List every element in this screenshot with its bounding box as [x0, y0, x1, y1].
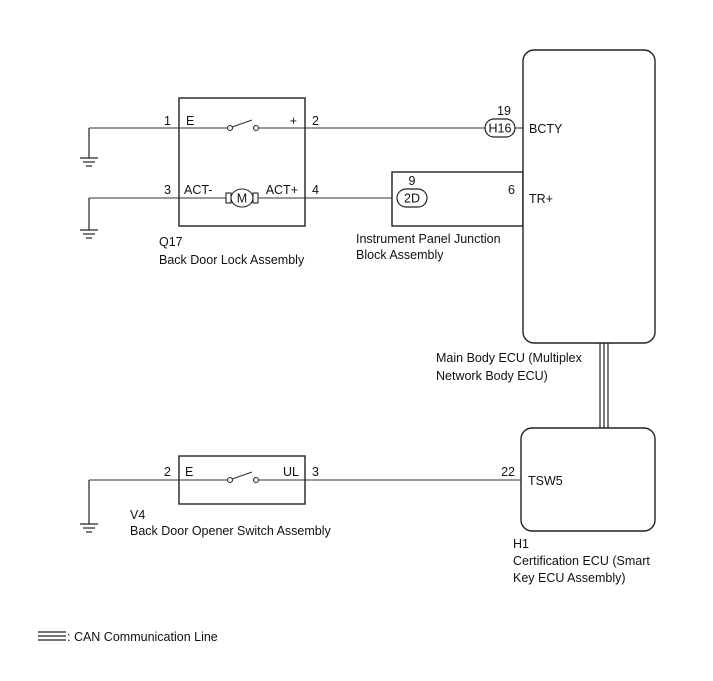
certification-ecu-name-line1: Certification ECU (Smart [513, 554, 650, 568]
main-body-ecu-name-line2: Network Body ECU) [436, 369, 548, 383]
connector-2d-label: 2D [404, 192, 420, 206]
q17-pin-3: 3 [164, 183, 171, 197]
junction-pin-6: 6 [508, 183, 515, 197]
connector-h16-oval [484, 118, 516, 138]
main-body-ecu-pin-19: 19 [497, 104, 511, 118]
main-body-ecu-label-bcty: BCTY [529, 122, 563, 136]
q17-code: Q17 [159, 235, 183, 249]
v4-name: Back Door Opener Switch Assembly [130, 524, 332, 538]
junction-name-line1: Instrument Panel Junction [356, 232, 501, 246]
certification-ecu-pin-22: 22 [501, 465, 515, 479]
motor-letter: M [237, 192, 247, 206]
v4-pin-3: 3 [312, 465, 319, 479]
q17-pin-4: 4 [312, 183, 319, 197]
ground-symbol-q17-act [80, 198, 98, 239]
v4-label-e: E [185, 465, 193, 479]
q17-motor-symbol [179, 188, 305, 208]
q17-label-act-minus: ACT- [184, 183, 212, 197]
certification-ecu-label-tsw5: TSW5 [528, 474, 563, 488]
q17-label-act-plus: ACT+ [266, 183, 298, 197]
main-body-ecu-name-line1: Main Body ECU (Multiplex [436, 351, 583, 365]
main-body-ecu-box [522, 49, 656, 344]
connector-2d-oval [396, 188, 428, 208]
can-communication-line [599, 343, 609, 428]
q17-pin-2: 2 [312, 114, 319, 128]
ground-symbol-v4 [80, 480, 98, 533]
ground-symbol-q17-e [80, 128, 98, 167]
certification-ecu-name-line2: Key ECU Assembly) [513, 571, 626, 585]
legend-can-line-symbol [38, 631, 66, 641]
legend-can-line-label: : CAN Communication Line [67, 630, 218, 644]
v4-label-ul: UL [283, 465, 299, 479]
v4-pin-2: 2 [164, 465, 171, 479]
q17-label-plus: + [290, 114, 297, 128]
junction-pin-9: 9 [409, 174, 416, 188]
q17-pin-1: 1 [164, 114, 171, 128]
junction-name-line2: Block Assembly [356, 248, 444, 262]
main-body-ecu-label-tr-plus: TR+ [529, 192, 553, 206]
q17-name: Back Door Lock Assembly [159, 253, 305, 267]
certification-ecu-code: H1 [513, 537, 529, 551]
q17-switch-symbol [179, 119, 305, 132]
q17-label-e: E [186, 114, 194, 128]
certification-ecu-box [520, 427, 656, 532]
v4-switch-symbol [179, 471, 305, 484]
connector-h16-label: H16 [489, 122, 512, 136]
v4-code: V4 [130, 508, 145, 522]
